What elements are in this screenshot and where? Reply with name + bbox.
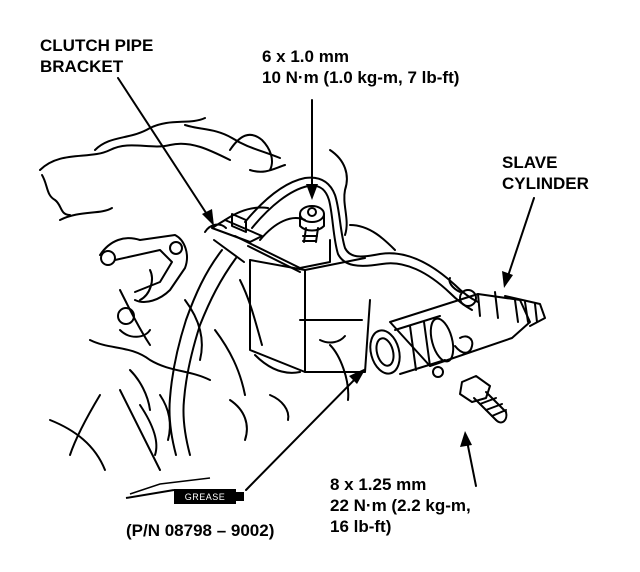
- slave-cylinder: [369, 277, 546, 378]
- label-line: BRACKET: [40, 57, 124, 76]
- transmission-housing: [39, 117, 396, 471]
- bolt-bottom: [459, 375, 508, 424]
- bolt-top: [299, 205, 325, 243]
- label-line: 8 x 1.25 mm: [330, 475, 427, 494]
- clutch-pipe-bracket-label: CLUTCH PIPE BRACKET: [40, 35, 153, 77]
- clutch-pipe-bracket: [204, 206, 331, 273]
- label-line: CYLINDER: [502, 174, 589, 193]
- part-number-label: (P/N 08798 – 9002): [126, 521, 275, 540]
- arrow-heads: [202, 184, 513, 447]
- label-line: SLAVE: [502, 153, 558, 172]
- label-line: 6 x 1.0 mm: [262, 47, 349, 66]
- clutch-hose: [168, 239, 245, 456]
- label-line: CLUTCH PIPE: [40, 36, 154, 55]
- engine-mount-bracket: [99, 234, 188, 338]
- top-bolt-spec-label: 6 x 1.0 mm 10 N·m (1.0 kg-m, 7 lb-ft): [262, 46, 459, 88]
- grease-tube-label: GREASE: [184, 492, 226, 502]
- label-line: 22 N·m (2.2 kg-m,: [330, 496, 471, 515]
- slave-cylinder-label: SLAVE CYLINDER: [502, 152, 589, 194]
- label-line: 16 lb-ft): [330, 517, 392, 536]
- clutch-pipe: [244, 176, 479, 311]
- label-line: 10 N·m (1.0 kg-m, 7 lb-ft): [262, 68, 460, 87]
- grease-tube-icon: [125, 477, 244, 504]
- leader-lines: [117, 77, 535, 491]
- bottom-bolt-spec-label: 8 x 1.25 mm 22 N·m (2.2 kg-m, 16 lb-ft): [330, 474, 471, 537]
